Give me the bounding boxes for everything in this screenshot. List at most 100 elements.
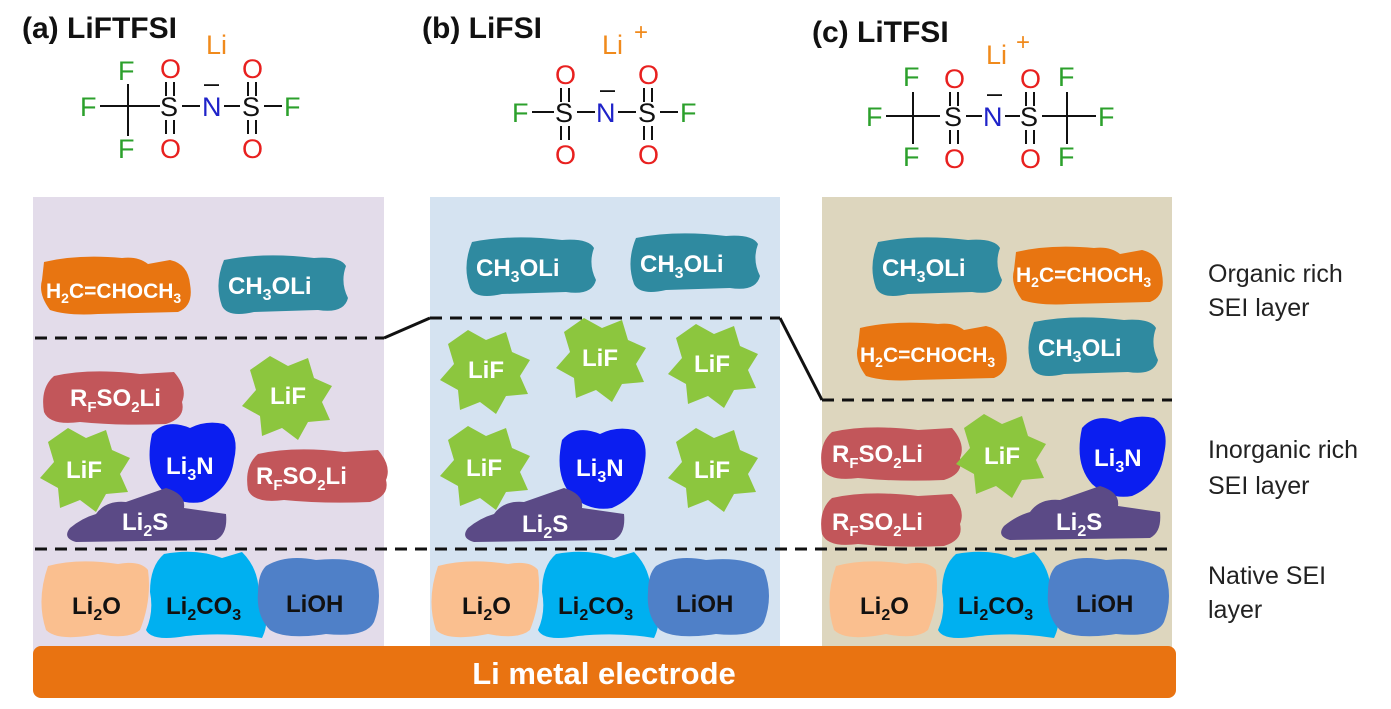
species-sulfide: Li2S xyxy=(1001,486,1161,540)
svg-text:layer: layer xyxy=(1208,596,1262,624)
atom-f: F xyxy=(866,102,883,132)
structure-b: Li + F O S O – N O S O F xyxy=(512,19,697,170)
svg-text:Li2S: Li2S xyxy=(522,511,568,542)
svg-text:Li3N: Li3N xyxy=(166,453,214,484)
svg-text:Li3N: Li3N xyxy=(1094,445,1142,476)
charge-minus: – xyxy=(204,68,219,98)
atom-o: O xyxy=(944,144,965,174)
svg-text:Li2CO3: Li2CO3 xyxy=(558,593,633,624)
title-b: (b) LiFSI xyxy=(422,12,542,45)
atom-o: O xyxy=(160,54,181,84)
species-methoxide: CH3OLi xyxy=(218,255,348,314)
svg-text:LiF: LiF xyxy=(466,455,502,482)
atom-o: O xyxy=(242,134,263,164)
species-nitride: Li3N xyxy=(1079,416,1166,497)
svg-text:Li2S: Li2S xyxy=(122,509,168,540)
svg-text:H2C=CHOCH3: H2C=CHOCH3 xyxy=(860,344,995,370)
atom-o: O xyxy=(638,60,659,90)
atom-n: N xyxy=(202,92,222,122)
atom-f: F xyxy=(80,92,97,122)
svg-text:Li2O: Li2O xyxy=(462,593,511,624)
species-carbonate: Li2CO3 xyxy=(146,551,267,638)
species-sulfinate: RFSO2Li xyxy=(821,427,962,481)
species-lif: LiF xyxy=(440,426,530,510)
svg-text:Li2O: Li2O xyxy=(72,593,121,624)
layer-label-inorganic: Inorganic rich SEI layer xyxy=(1208,436,1358,500)
svg-text:RFSO2Li: RFSO2Li xyxy=(256,463,347,494)
atom-f: F xyxy=(903,142,920,172)
atom-f: F xyxy=(512,98,529,128)
charge-minus: – xyxy=(987,78,1002,108)
svg-text:RFSO2Li: RFSO2Li xyxy=(70,385,161,416)
svg-text:Li2CO3: Li2CO3 xyxy=(166,593,241,624)
title-a: (a) LiFTFSI xyxy=(22,12,177,45)
atom-s: S xyxy=(242,92,260,122)
svg-text:Li3N: Li3N xyxy=(576,455,624,486)
panel-c-species: CH3OLi H2C=CHOCH3 H2C=CHOCH3 CH3OLi RFSO… xyxy=(821,237,1169,638)
species-carbonate: Li2CO3 xyxy=(538,551,659,638)
species-sulfide: Li2S xyxy=(465,488,625,542)
species-lif: LiF xyxy=(668,428,758,512)
svg-text:LiOH: LiOH xyxy=(286,591,343,618)
charge-minus: – xyxy=(600,74,615,104)
atom-o: O xyxy=(638,140,659,170)
title-c: (c) LiTFSI xyxy=(812,16,949,49)
atom-f: F xyxy=(903,62,920,92)
charge-plus: + xyxy=(1016,29,1030,56)
species-methoxide: CH3OLi xyxy=(872,237,1002,296)
species-oxide: Li2O xyxy=(431,561,539,638)
species-oxide: Li2O xyxy=(829,561,937,638)
atom-o: O xyxy=(160,134,181,164)
svg-text:Inorganic rich: Inorganic rich xyxy=(1208,436,1358,464)
atom-li-a: Li xyxy=(206,30,227,60)
species-lif: LiF xyxy=(242,356,332,440)
svg-text:LiF: LiF xyxy=(270,383,306,410)
atom-s: S xyxy=(638,98,656,128)
atom-f: F xyxy=(680,98,697,128)
atom-f: F xyxy=(1058,142,1075,172)
svg-text:LiF: LiF xyxy=(468,357,504,384)
atom-s: S xyxy=(1020,102,1038,132)
electrode-label: Li metal electrode xyxy=(472,656,736,691)
atom-f: F xyxy=(118,134,135,164)
species-lif: LiF xyxy=(40,428,130,512)
species-lif: LiF xyxy=(668,324,758,408)
svg-text:SEI layer: SEI layer xyxy=(1208,294,1309,322)
atom-s: S xyxy=(944,102,962,132)
atom-o: O xyxy=(944,64,965,94)
svg-text:LiF: LiF xyxy=(984,443,1020,470)
panel-b-species: CH3OLi CH3OLi LiF LiF LiF LiF Li3N LiF xyxy=(431,233,769,638)
atom-li-b: Li xyxy=(602,30,623,60)
svg-text:Native SEI: Native SEI xyxy=(1208,562,1326,590)
species-sulfinate: RFSO2Li xyxy=(43,371,184,425)
svg-text:CH3OLi: CH3OLi xyxy=(640,251,724,282)
species-lif: LiF xyxy=(556,318,646,402)
svg-text:LiF: LiF xyxy=(66,457,102,484)
svg-text:Li2S: Li2S xyxy=(1056,509,1102,540)
species-methoxide: CH3OLi xyxy=(630,233,760,292)
atom-o: O xyxy=(555,140,576,170)
li-metal-electrode xyxy=(33,646,1176,698)
atom-s: S xyxy=(160,92,178,122)
species-vinyl-ether: H2C=CHOCH3 xyxy=(1013,246,1163,305)
species-methoxide: CH3OLi xyxy=(466,237,596,296)
svg-text:CH3OLi: CH3OLi xyxy=(1038,335,1122,366)
organic-inorganic-boundary xyxy=(35,316,1172,402)
svg-text:CH3OLi: CH3OLi xyxy=(228,273,312,304)
layer-label-organic: Organic rich SEI layer xyxy=(1208,260,1343,322)
species-sulfinate: RFSO2Li xyxy=(821,493,962,547)
species-carbonate: Li2CO3 xyxy=(938,551,1059,638)
atom-o: O xyxy=(555,60,576,90)
svg-text:Li2O: Li2O xyxy=(860,593,909,624)
svg-text:Li2CO3: Li2CO3 xyxy=(958,593,1033,624)
species-hydroxide: LiOH xyxy=(257,558,379,637)
species-lif: LiF xyxy=(440,330,530,414)
svg-text:RFSO2Li: RFSO2Li xyxy=(832,441,923,472)
atom-f: F xyxy=(1098,102,1115,132)
svg-text:RFSO2Li: RFSO2Li xyxy=(832,509,923,540)
structure-c: Li + F F F O S O – N O S O F F F xyxy=(866,29,1115,174)
species-hydroxide: LiOH xyxy=(647,558,769,637)
atom-o: O xyxy=(242,54,263,84)
species-nitride: Li3N xyxy=(149,422,236,503)
